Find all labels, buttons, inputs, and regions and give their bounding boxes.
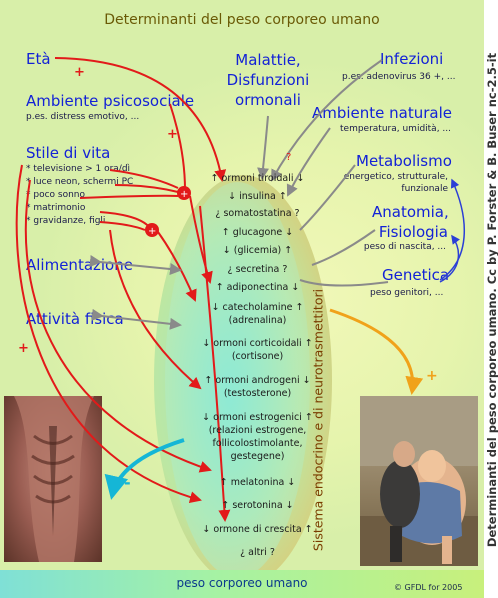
stile-item-matrimonio: * matrimonio <box>26 203 86 213</box>
hormone-secretina: ¿ secretina ? <box>227 264 288 275</box>
malattie-line-1: Malattie, <box>235 51 301 69</box>
eta-plus: + <box>74 65 85 80</box>
hormone-somatostatina: ¿ somatostatina ? <box>215 208 300 219</box>
blue-arrows <box>439 178 466 283</box>
arrow-ambiente-naturale <box>286 127 331 197</box>
arrow-anatomia <box>311 229 376 266</box>
side-credit-text: Determinanti del peso corporeo umano. Cc… <box>485 52 498 548</box>
arrows-layer: + + + + + ? + - <box>15 57 466 522</box>
malattie-line-3: ormonali <box>235 91 301 109</box>
arrow-stile-2 <box>114 184 179 193</box>
factor-eta: Età <box>26 50 51 68</box>
hormone-cortisone: (cortisone) <box>231 351 284 362</box>
hormone-altri: ¿ altri ? <box>240 547 275 558</box>
malattie-line-2: Disfunzioni <box>226 71 310 89</box>
arrow-infezioni <box>271 59 383 182</box>
grey-arrows <box>89 59 389 330</box>
anatomia-line-1: Anatomia, <box>372 203 449 221</box>
factor-infezioni-sub: p.es. adenovirus 36 +, ... <box>342 72 456 82</box>
hormone-tiroidali: ↑ ormoni tiroidali ↓ <box>210 173 305 184</box>
hormone-testosterone: (testosterone) <box>223 388 292 399</box>
factor-stile-di-vita: Stile di vita <box>26 144 111 162</box>
factor-malattie: Malattie, Disfunzioni ormonali <box>213 50 323 110</box>
hormone-serotonina: ↑ serotonina ↓ <box>221 500 294 511</box>
hormone-catecholamine: ↓ catecholamine ↑ <box>211 302 304 313</box>
factor-ambiente-psicosociale: Ambiente psicosociale <box>26 92 195 110</box>
loop-plus: + <box>18 341 29 356</box>
factor-metabolismo-sub-2: funzionale <box>401 184 448 194</box>
factor-infezioni: Infezioni <box>380 50 444 68</box>
arrow-genetica-metabolismo <box>439 178 466 281</box>
arrow-attivita <box>91 308 182 330</box>
arrow-stile-1 <box>109 169 179 189</box>
factor-anatomia: Anatomia, Fisiologia <box>372 202 449 242</box>
arrow-eta <box>54 57 227 182</box>
thin-minus: - <box>124 473 131 492</box>
bottom-label: peso corporeo umano <box>176 576 308 590</box>
hormone-adiponectina: ↑ adiponectina ↓ <box>215 282 300 293</box>
arrow-alimentazione <box>89 255 182 275</box>
factor-genetica: Genetica <box>382 266 450 284</box>
factor-ambiente-psicosociale-sub: p.es. distress emotivo, ... <box>26 112 140 122</box>
arrow-gravidanze <box>99 221 146 231</box>
hormone-insulina: ↓ insulina ↑ <box>228 191 287 202</box>
hormone-adrenalina: (adrenalina) <box>228 315 287 326</box>
junction-plus-1: + <box>180 189 188 200</box>
arrow-genetica <box>299 279 389 287</box>
system-label: Sistema endocrino e di neurotrasmettitor… <box>310 288 326 552</box>
photo-dancing-couple <box>360 396 478 566</box>
hormone-estrogene: (relazioni estrogene, <box>208 425 307 436</box>
factor-genetica-sub: peso genitori, ... <box>370 288 444 298</box>
factor-ambiente-naturale-sub: temperatura, umidità, ... <box>340 124 452 134</box>
psico-plus: + <box>167 127 178 142</box>
factor-metabolismo: Metabolismo <box>356 152 452 170</box>
hormone-glicemia: ↓ (glicemia) ↑ <box>222 245 293 256</box>
hormone-estrogenici: ↓ ormoni estrogenici ↑ <box>202 412 313 423</box>
hormone-androgeni: ↑ ormoni androgeni ↓ <box>204 375 311 386</box>
arrow-junction-3 <box>199 205 231 522</box>
arrow-metabolismo <box>299 164 356 231</box>
arrow-junction-1 <box>189 195 213 284</box>
bottom-bar <box>0 570 484 598</box>
junction-plus-2: + <box>148 226 156 237</box>
anatomia-line-2: Fisiologia <box>378 223 448 241</box>
junction-node-2 <box>145 223 159 237</box>
photo-emaciated-body <box>4 396 102 562</box>
credit-small: © GFDL for 2005 <box>394 583 463 592</box>
stile-item-tv: * televisione > 1 ora/dì <box>26 164 131 174</box>
factor-anatomia-sub: peso di nascita, ... <box>363 242 446 252</box>
photo-right-illustration <box>360 396 478 566</box>
junction-node-1 <box>177 186 191 200</box>
hormone-gestegene: gestegene) <box>230 451 285 462</box>
arrow-genetica-anatomia <box>439 234 461 283</box>
hormone-follicolostimolante: follicolostimolante, <box>212 438 303 449</box>
stile-item-gravidanze: * gravidanze, figli <box>26 216 106 226</box>
arrow-big-loop-1 <box>15 164 202 504</box>
stile-item-luce: * luce neon, schermi PC <box>26 177 134 187</box>
hormone-crescita: ↓ ormone di crescita ↑ <box>202 524 313 535</box>
question-mark: ? <box>286 152 291 163</box>
stile-item-sonno: * poco sonno <box>26 190 86 200</box>
arrow-to-thin <box>104 438 185 500</box>
obese-plus: + <box>426 368 438 384</box>
diagram-title: Determinanti del peso corporeo umano <box>104 12 380 28</box>
arrow-stile-3 <box>79 194 179 199</box>
photo-left-illustration <box>14 396 94 562</box>
hormone-glucagone: ↑ glucagone ↓ <box>221 227 294 238</box>
arrow-malattie <box>257 115 270 180</box>
hormone-corticoidali: ↓ ormoni corticoidali ↑ <box>202 338 313 349</box>
side-credit-strip: Determinanti del peso corporeo umano. Cc… <box>484 0 498 598</box>
arrow-to-obese <box>329 308 424 395</box>
hormone-melatonina: ↑ melatonina ↓ <box>219 477 296 488</box>
factor-metabolismo-sub-1: energetico, strutturale, <box>343 172 448 182</box>
factor-ambiente-naturale: Ambiente naturale <box>312 104 453 122</box>
arrow-ambiente-psico <box>169 103 186 191</box>
arrow-big-loop-2 <box>24 179 212 473</box>
